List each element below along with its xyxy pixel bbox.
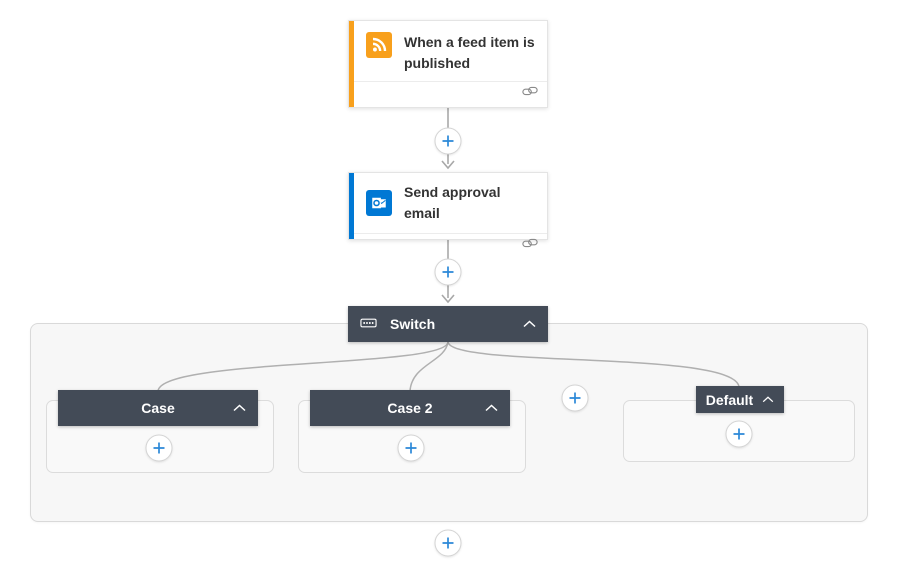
case2-label: Case 2 [387, 400, 433, 416]
trigger-card-footer [349, 81, 547, 104]
switch-case-icon [360, 316, 377, 332]
action-card[interactable]: Send approval email [348, 172, 548, 248]
chevron-up-icon[interactable] [523, 320, 536, 328]
case2-header[interactable]: Case 2 [310, 390, 510, 426]
case-label: Case [141, 400, 175, 416]
trigger-card[interactable]: When a feed item is published [348, 20, 548, 108]
add-action-button[interactable] [725, 420, 753, 448]
add-action-button[interactable] [145, 434, 173, 462]
chevron-up-icon[interactable] [233, 404, 246, 412]
rss-icon [366, 32, 392, 58]
chevron-up-icon[interactable] [485, 404, 498, 412]
add-case-button[interactable] [561, 384, 589, 412]
action-card-footer [349, 233, 547, 256]
connector-arrow-icon [441, 294, 455, 304]
switch-label: Switch [390, 316, 436, 332]
connection-link-icon [522, 236, 538, 254]
insert-step-button[interactable] [434, 258, 462, 286]
connector-arrow-icon [441, 160, 455, 170]
add-action-button[interactable] [397, 434, 425, 462]
trigger-accent-bar [349, 21, 354, 107]
trigger-title: When a feed item is published [404, 34, 535, 71]
insert-step-button[interactable] [434, 529, 462, 557]
action-accent-bar [349, 173, 354, 239]
insert-step-button[interactable] [434, 127, 462, 155]
outlook-icon [366, 190, 392, 216]
default-header[interactable]: Default [696, 386, 784, 413]
case-header[interactable]: Case [58, 390, 258, 426]
default-label: Default [705, 391, 754, 408]
action-title: Send approval email [404, 184, 501, 221]
chevron-up-icon[interactable] [762, 396, 774, 403]
switch-header[interactable]: Switch [348, 306, 548, 342]
connection-link-icon [522, 84, 538, 102]
